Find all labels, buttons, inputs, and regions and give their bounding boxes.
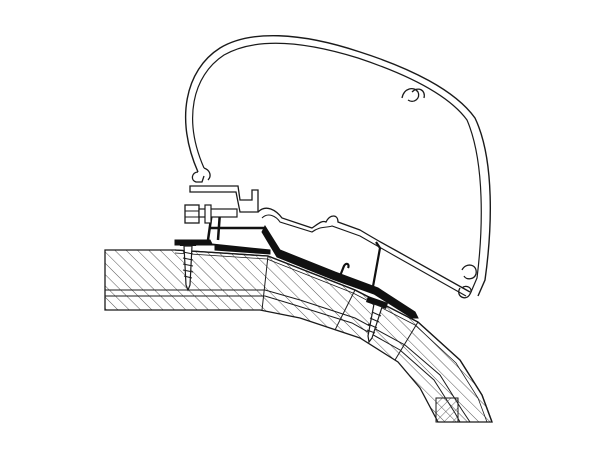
cassette-outer-shell [184, 34, 491, 297]
awning-cassette-profile [184, 34, 491, 299]
cassette-base-outer [257, 207, 471, 293]
cassette-left-base [189, 185, 259, 213]
bolt-icon [184, 204, 238, 224]
roof-joint-3 [394, 321, 419, 361]
adapter-bar-thick [261, 224, 419, 319]
adapter-support-leg [370, 241, 382, 293]
cassette-bottom-clip [458, 264, 477, 299]
roof-joint-2 [334, 289, 356, 331]
roof-joint-1 [261, 255, 269, 311]
cassette-inner-shell [192, 42, 482, 293]
screw-icon [178, 240, 198, 292]
roof-outer-skin-2 [174, 252, 488, 423]
screw-icon [366, 296, 388, 344]
adapter-hook [338, 262, 350, 277]
cassette-top-clip [401, 87, 425, 102]
cassette-left-foot [191, 167, 211, 183]
cassette-base-inner [261, 214, 467, 297]
roof-edge-block [435, 397, 459, 423]
roof-section [104, 249, 493, 423]
